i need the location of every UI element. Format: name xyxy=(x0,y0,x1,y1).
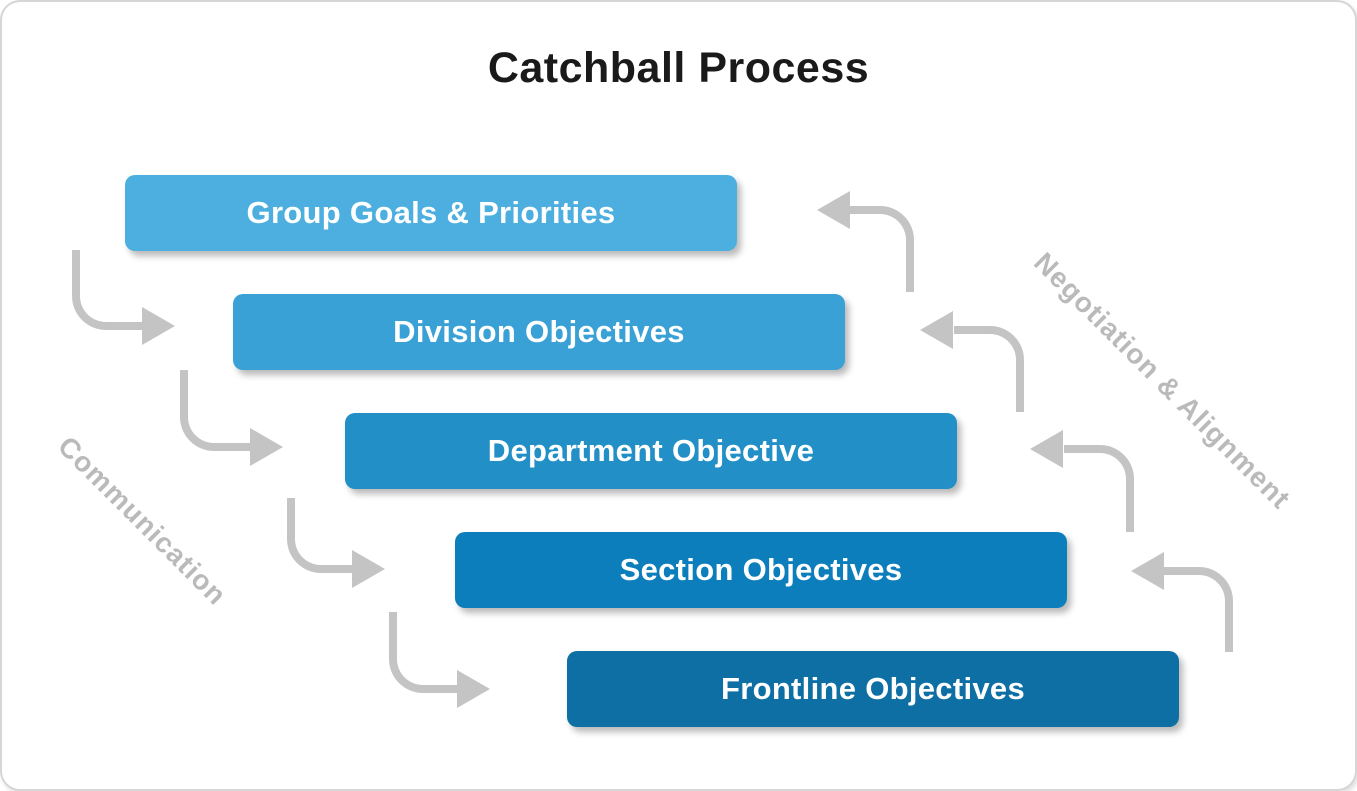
box-label: Division Objectives xyxy=(393,314,685,349)
up-arrow-4-line xyxy=(1163,567,1233,652)
box-label: Department Objective xyxy=(487,433,815,468)
up-arrow-3-head-icon xyxy=(1030,430,1063,468)
up-arrow-1-line xyxy=(848,206,914,292)
box-label: Section Objectives xyxy=(619,552,903,587)
negotiation-alignment-label: Negotiation & Alignment xyxy=(1028,246,1297,515)
down-arrow-4-head-icon xyxy=(457,670,490,708)
box-label: Frontline Objectives xyxy=(720,671,1025,706)
up-arrow-4-head-icon xyxy=(1131,552,1164,590)
down-arrow-1-line xyxy=(72,250,142,330)
down-arrow-4-line xyxy=(389,612,457,693)
up-arrow-2-head-icon xyxy=(920,311,953,349)
box-section-objectives: Section Objectives xyxy=(455,532,1067,608)
box-department-objective: Department Objective xyxy=(345,413,957,489)
down-arrow-1-head-icon xyxy=(142,307,175,345)
down-arrow-2-head-icon xyxy=(250,428,283,466)
down-arrow-2-line xyxy=(180,370,250,451)
down-arrow-3-line xyxy=(287,498,352,573)
up-arrow-1-head-icon xyxy=(817,191,850,229)
box-frontline-objectives: Frontline Objectives xyxy=(567,651,1179,727)
box-label: Group Goals & Priorities xyxy=(246,195,616,230)
diagram-title: Catchball Process xyxy=(487,44,870,92)
box-division-objectives: Division Objectives xyxy=(233,294,845,370)
up-arrow-3-line xyxy=(1064,445,1134,532)
up-arrow-2-line xyxy=(954,326,1024,412)
box-group-goals-priorities: Group Goals & Priorities xyxy=(125,175,737,251)
down-arrow-3-head-icon xyxy=(352,550,385,588)
